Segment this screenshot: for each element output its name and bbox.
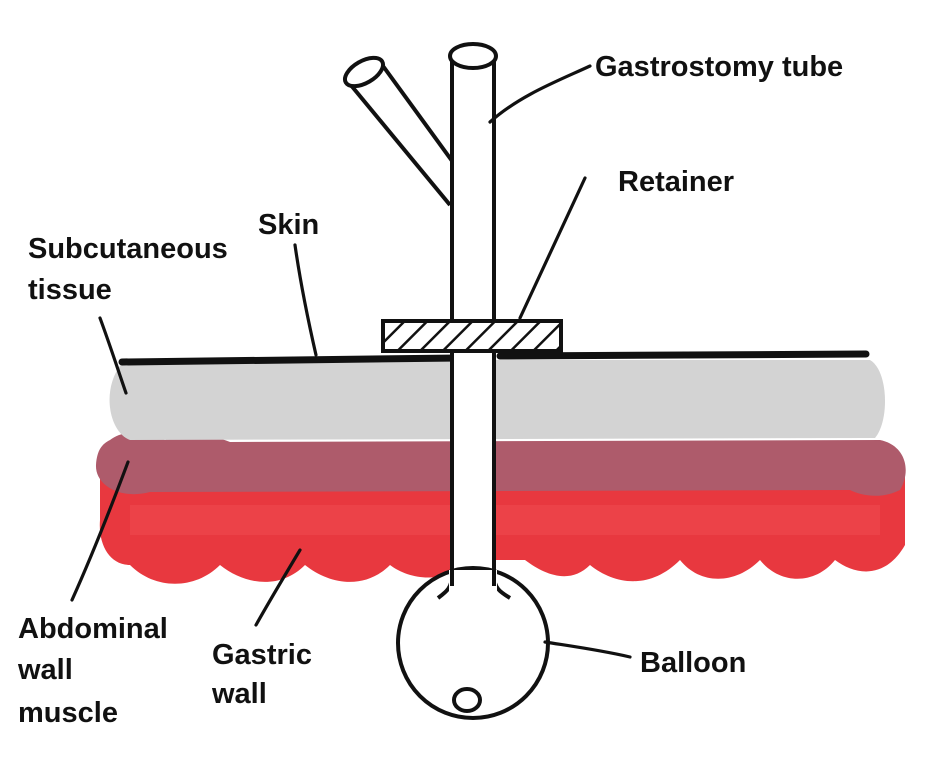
- label-skin: Skin: [258, 209, 319, 241]
- label-subcutaneous-line2: tissue: [28, 274, 112, 306]
- subcutaneous-tissue-layer: [109, 360, 886, 440]
- side-port: [343, 55, 458, 207]
- retainer-disc: [381, 319, 563, 353]
- label-gastric-line1: Gastric: [212, 639, 312, 671]
- label-retainer: Retainer: [618, 166, 734, 198]
- label-gastrostomy-tube: Gastrostomy tube: [595, 51, 843, 83]
- leader-subcutaneous: [98, 316, 128, 395]
- label-gastric-line2: wall: [211, 678, 267, 710]
- leader-skin: [293, 243, 318, 357]
- leader-gastric: [254, 548, 302, 627]
- leader-gastrostomy-tube: [488, 64, 592, 124]
- label-abdominal-line3: muscle: [18, 697, 118, 729]
- label-abdominal-line2: wall: [17, 654, 73, 686]
- balloon: [396, 566, 550, 720]
- leader-abdominal: [70, 460, 130, 602]
- skin-line: [118, 350, 870, 366]
- gastrostomy-tube-shaft: [448, 42, 498, 582]
- label-abdominal-line1: Abdominal: [18, 613, 168, 645]
- leader-balloon: [543, 640, 632, 659]
- gastric-wall-highlight: [130, 505, 880, 535]
- abdominal-wall-muscle-layer: [95, 432, 906, 496]
- label-balloon: Balloon: [640, 647, 746, 679]
- leader-retainer: [518, 176, 587, 320]
- label-subcutaneous-line1: Subcutaneous: [28, 233, 228, 265]
